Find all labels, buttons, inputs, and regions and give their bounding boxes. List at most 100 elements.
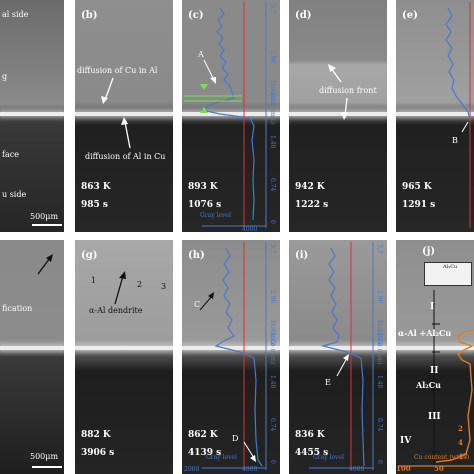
zone-label: II <box>430 366 439 376</box>
time: 1222 s <box>295 200 329 210</box>
interface-line <box>289 346 387 350</box>
scale-bar <box>32 466 62 468</box>
interface-line <box>396 112 474 116</box>
time: 985 s <box>81 200 108 210</box>
distance-tick: 2.96 <box>269 50 276 64</box>
inset-label: Al₂Cu <box>443 264 458 270</box>
annotation: diffusion of Cu in Al <box>77 66 158 75</box>
interface-line <box>0 346 64 350</box>
temperature: 882 K <box>81 430 111 440</box>
gray-profile-plot <box>309 242 374 470</box>
time: 4139 s <box>188 448 222 458</box>
panel-label: (d) <box>295 10 312 21</box>
panel-f: fication 500μm <box>0 240 64 474</box>
arrow-overlay <box>114 271 126 305</box>
time: 4455 s <box>295 448 329 458</box>
dendrite-number: 2 <box>137 280 143 289</box>
time: 3906 s <box>81 448 115 458</box>
panel-i: (i) E 3.7 2.96 2.22 1.48 0.74 0 Distance… <box>289 240 387 474</box>
temperature: 965 K <box>402 182 432 192</box>
side-label: u side <box>2 190 27 199</box>
panel-d: (d) diffusion front 942 K 1222 s <box>289 0 387 232</box>
temperature: 862 K <box>188 430 218 440</box>
phase-label: Al₂Cu <box>416 380 441 390</box>
distance-tick: 2.96 <box>269 290 276 304</box>
gray-tick: 4000 <box>349 466 365 473</box>
time: 1076 s <box>188 200 222 210</box>
cu-value: 47 <box>458 452 468 461</box>
panel-label: (j) <box>422 246 436 257</box>
distance-tick: 3.7 <box>376 244 383 254</box>
temperature: 893 K <box>188 182 218 192</box>
annotation: diffusion of Al in Cu <box>85 152 166 161</box>
interface-line <box>289 112 387 116</box>
inset-phase-diagram: Al₂Cu <box>424 262 472 286</box>
distance-tick: 3.7 <box>269 244 276 254</box>
cu-content-plot <box>398 290 474 467</box>
arrow-overlay <box>37 254 53 275</box>
panel-label: (i) <box>295 250 309 261</box>
marker-label: C <box>194 300 201 309</box>
gray-tick: 2000 <box>184 466 200 473</box>
panel-label: (c) <box>188 10 204 21</box>
panel-label: (g) <box>81 250 98 261</box>
zone-label: IV <box>400 436 412 446</box>
distance-axis-label: Distance (mm) <box>269 320 276 365</box>
gray-axis-label: Gray level <box>313 454 344 461</box>
temperature: 942 K <box>295 182 325 192</box>
cu-curve <box>435 329 474 463</box>
cu-value: 4 <box>458 438 463 447</box>
panel-b: (b) diffusion of Cu in Al diffusion of A… <box>75 0 173 232</box>
dendrite-number: 3 <box>161 282 167 291</box>
arrow-overlay <box>101 77 131 149</box>
interface-line <box>182 112 280 116</box>
temperature: 863 K <box>81 182 111 192</box>
interface-line <box>75 346 173 350</box>
arrow-overlay <box>328 64 348 120</box>
cu-tick: 50 <box>434 464 444 473</box>
distance-axis-label: Distance (mm) <box>376 320 383 365</box>
gray-profile-plot <box>445 2 471 228</box>
gray-axis-label: Gray level <box>206 454 237 461</box>
time: 1291 s <box>402 200 436 210</box>
panel-label: (b) <box>81 10 98 21</box>
panel-label: (e) <box>402 10 418 21</box>
interface-line <box>396 346 474 350</box>
annotation: diffusion front <box>319 86 377 95</box>
panel-h: (h) C D 3.7 2.96 2.22 1.48 0.74 0 Distan… <box>182 240 280 474</box>
marker-label: A <box>198 50 204 59</box>
gray-tick: 4000 <box>242 226 258 232</box>
distance-tick: 0.74 <box>269 418 276 432</box>
distance-axis-label: Distance (mm) <box>269 80 276 125</box>
marker-label: D <box>232 434 239 443</box>
gray-tick: 4000 <box>242 466 258 473</box>
distance-tick: 0 <box>269 220 276 224</box>
scale-bar <box>32 224 62 226</box>
annotation: α-Al dendrite <box>89 306 143 315</box>
marker-label: B <box>452 136 458 145</box>
distance-tick: 0.74 <box>376 418 383 432</box>
panel-j: (j) Al₂Cu I α-Al +Al₂Cu II Al₂Cu III IV … <box>396 240 474 474</box>
panel-c: (c) A 3.7 2.96 2.22 1.48 0.74 0 Distance… <box>182 0 280 232</box>
side-label: al side <box>2 10 29 19</box>
panel-label: (h) <box>188 250 205 261</box>
distance-tick: 0 <box>376 460 383 464</box>
scale-bar-label: 500μm <box>30 452 59 461</box>
gray-profile-plot <box>199 242 267 470</box>
distance-tick: 0.74 <box>269 178 276 192</box>
phase-label: α-Al +Al₂Cu <box>398 328 452 338</box>
annotation: fication <box>2 304 33 313</box>
distance-tick: 1.48 <box>269 375 276 389</box>
marker-label: E <box>325 378 331 387</box>
interface-line <box>182 346 280 350</box>
note: g <box>2 72 8 81</box>
zone-label: III <box>428 412 441 422</box>
panel-a: al side g face u side 500μm <box>0 0 64 232</box>
panel-e: (e) B 965 K 1291 s <box>396 0 474 232</box>
profile-curve <box>200 7 255 221</box>
gray-profile-plot <box>184 2 267 228</box>
distance-tick: 3.7 <box>269 4 276 14</box>
gray-axis-label: Gray level <box>200 212 231 219</box>
distance-tick: 0 <box>269 460 276 464</box>
panel-g: (g) 1 2 3 α-Al dendrite 882 K 3906 s <box>75 240 173 474</box>
